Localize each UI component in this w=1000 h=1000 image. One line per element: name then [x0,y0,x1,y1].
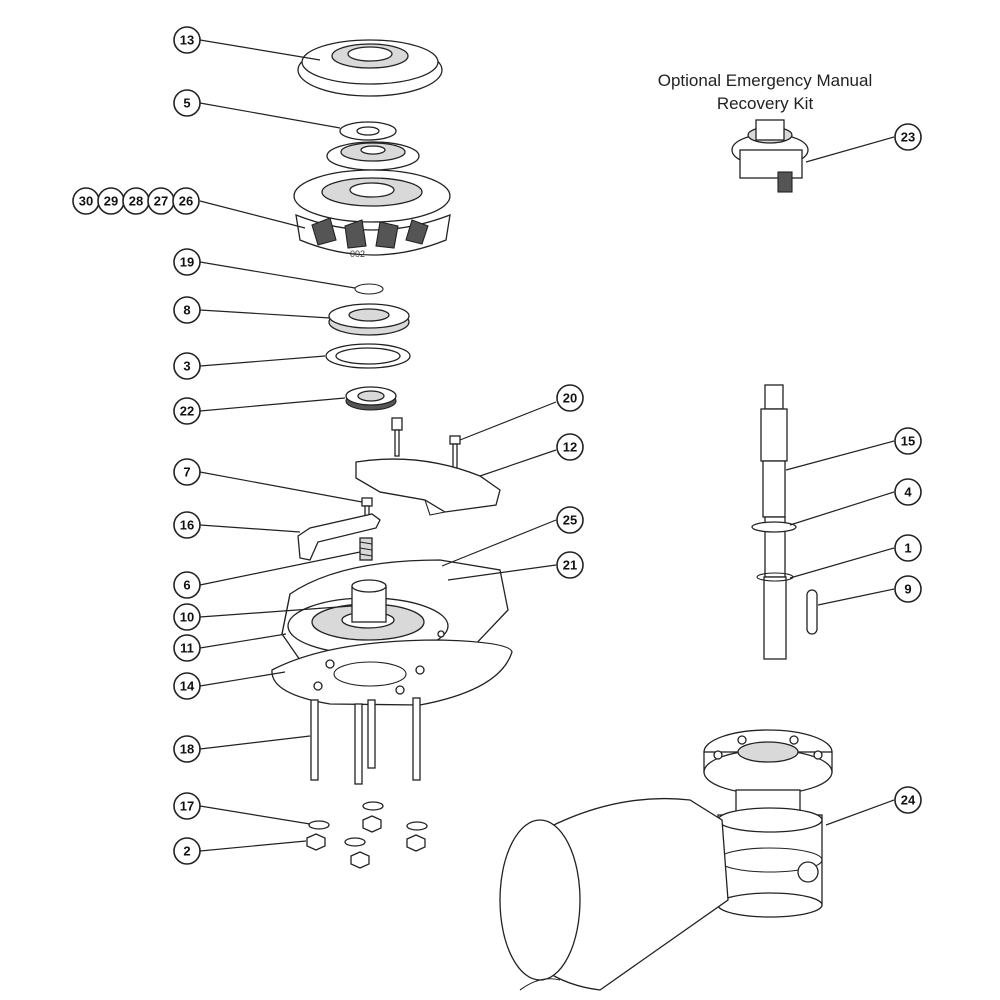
part-22-seal [345,386,397,411]
part-19-circlip [354,283,384,295]
callout-7: 7 [173,458,201,486]
part-6-spring [359,537,373,561]
callout-3: 3 [173,352,201,380]
callout-20: 20 [556,384,584,412]
part-17-washers [308,801,428,847]
recovery-kit-note: Optional Emergency Manual Recovery Kit [658,71,873,113]
svg-text:27: 27 [154,194,168,209]
part-10-sleeve [351,579,387,623]
part-guard-bolt [391,417,403,457]
part-13-cap [297,39,443,97]
callout-25: 25 [556,506,584,534]
callout-8: 8 [173,296,201,324]
part-8-bearing [328,303,410,336]
callout-1: 1 [894,534,922,562]
part-11-housing [281,559,509,669]
svg-text:21: 21 [563,558,577,573]
svg-text:11: 11 [180,641,194,656]
callout-5: 5 [173,89,201,117]
part-23-recovery-kit [731,119,809,193]
kit-note-line2: Recovery Kit [717,94,814,113]
leader-lines [199,39,895,852]
callout-26: 26 [172,187,200,215]
svg-text:20: 20 [563,391,577,406]
svg-text:29: 29 [104,194,118,209]
svg-text:12: 12 [563,440,577,455]
part-3-gasket [325,343,411,369]
part-18-studs [310,697,421,785]
part-12-chain-guard [355,458,501,516]
part-24-motor-gearbox [499,729,833,991]
drum-marking: 002 [350,249,365,259]
svg-text:22: 22 [180,404,194,419]
callout-18: 18 [173,735,201,763]
part-9-key [806,589,818,635]
callout-23: 23 [894,123,922,151]
part-4-collar [751,521,797,533]
svg-text:25: 25 [563,513,577,528]
callout-27: 27 [147,187,175,215]
callout-19: 19 [173,248,201,276]
callout-21: 21 [556,551,584,579]
callout-13: 13 [173,26,201,54]
svg-text:18: 18 [180,742,194,757]
part-2-nuts [306,815,426,869]
callout-2: 2 [173,837,201,865]
kit-note-line1: Optional Emergency Manual [658,71,873,90]
svg-text:23: 23 [901,130,915,145]
svg-text:17: 17 [180,799,194,814]
part-stripper-assembly: 002 [293,141,451,259]
callout-24: 24 [894,786,922,814]
callout-15: 15 [894,427,922,455]
callout-29: 29 [97,187,125,215]
callout-4: 4 [894,478,922,506]
callout-10: 10 [173,603,201,631]
callout-28: 28 [122,187,150,215]
svg-text:7: 7 [183,465,190,480]
part-15-shaft [760,384,788,660]
callout-9: 9 [894,575,922,603]
part-14-base-gasket [271,639,513,706]
svg-text:16: 16 [180,518,194,533]
svg-text:5: 5 [183,96,190,111]
callout-16: 16 [173,511,201,539]
svg-text:1: 1 [904,541,911,556]
callout-14: 14 [173,672,201,700]
callout-22: 22 [173,397,201,425]
svg-text:10: 10 [180,610,194,625]
svg-text:15: 15 [901,434,915,449]
svg-text:30: 30 [79,194,93,209]
callout-30: 30 [72,187,100,215]
svg-text:9: 9 [904,582,911,597]
svg-text:28: 28 [129,194,143,209]
svg-text:26: 26 [179,194,193,209]
svg-text:2: 2 [183,844,190,859]
svg-text:8: 8 [183,303,190,318]
svg-text:19: 19 [180,255,194,270]
part-5-washer [339,121,397,141]
svg-text:24: 24 [901,793,916,808]
svg-text:4: 4 [904,485,912,500]
svg-text:14: 14 [180,679,195,694]
part-16-lever [297,513,381,561]
callout-12: 12 [556,433,584,461]
callout-11: 11 [173,634,201,662]
svg-text:13: 13 [180,33,194,48]
callout-6: 6 [173,571,201,599]
callout-17: 17 [173,792,201,820]
svg-text:3: 3 [183,359,190,374]
svg-text:6: 6 [183,578,190,593]
